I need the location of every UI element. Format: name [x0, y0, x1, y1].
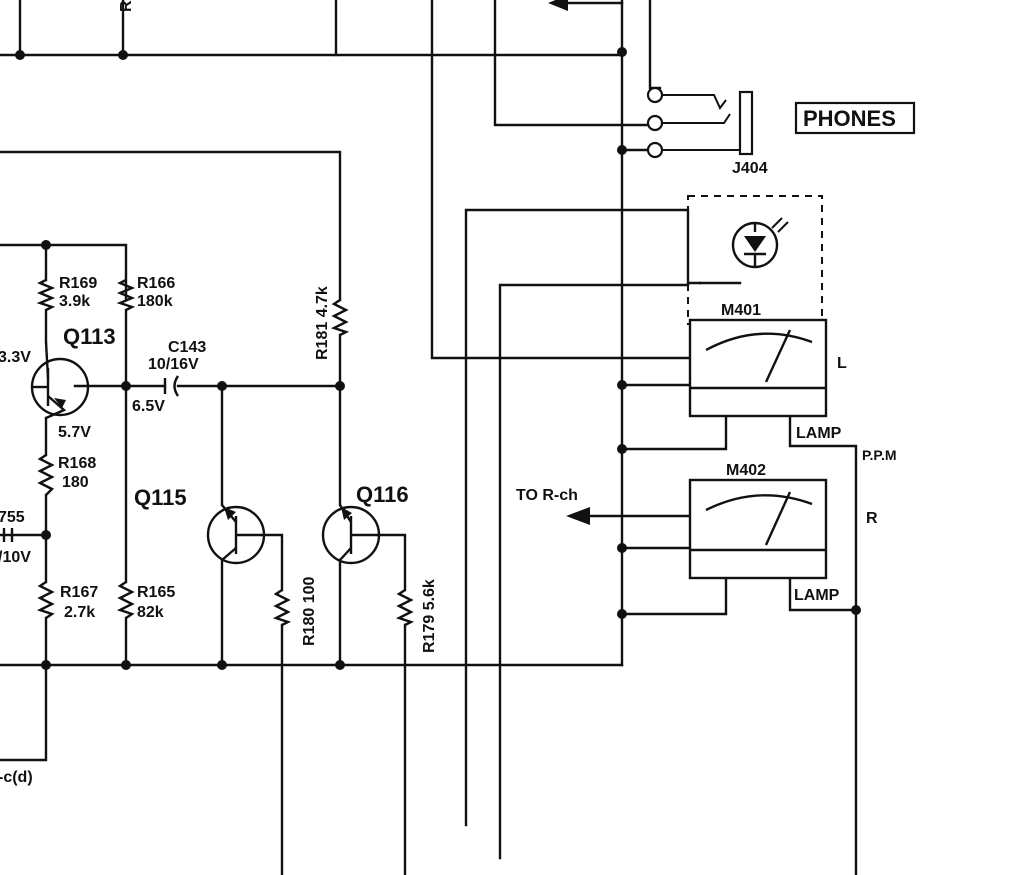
c143-value: 10/16V: [148, 356, 199, 373]
transistor-q115: [206, 504, 266, 565]
r169-label: R169: [59, 275, 97, 292]
r165-label: R165: [137, 584, 175, 601]
wires: [0, 0, 858, 875]
j404-label: J404: [732, 160, 768, 177]
r168-label: R168: [58, 455, 96, 472]
voltage-6v5-label: 6.5V: [132, 398, 165, 415]
ppm-label: P.P.M: [862, 447, 897, 463]
phones-jack-j404: [646, 86, 754, 159]
lamp2-label: LAMP: [794, 587, 840, 604]
q115-label: Q115: [134, 485, 187, 510]
phones-label-box: [794, 101, 916, 135]
junctions: [15, 47, 861, 670]
resistor-r179: [395, 589, 415, 627]
r181-label: R181 4.7k: [314, 286, 331, 360]
cd-label: -c(d): [0, 769, 33, 786]
r167-label: R167: [60, 584, 98, 601]
c755-label: 755: [0, 509, 25, 526]
channel-l-label: L: [837, 355, 847, 372]
resistor-r180: [272, 589, 292, 627]
transistor-q116: [321, 504, 381, 565]
c143-label: C143: [168, 339, 206, 356]
resistor-r167: [36, 581, 55, 619]
r169-value: 3.9k: [59, 293, 90, 310]
resistor-r165: [116, 581, 135, 619]
r1-partial-label: R1: [118, 0, 135, 12]
channel-r-label: R: [866, 510, 878, 527]
voltage-5v7-label: 5.7V: [58, 424, 91, 441]
r179-label: R179 5.6k: [421, 579, 438, 653]
r166-value: 180k: [137, 293, 173, 310]
resistor-r169: [36, 278, 56, 312]
r165-value: 82k: [137, 604, 164, 621]
capacitor-c755: [2, 528, 14, 542]
voltage-3v3-label: 3.3V: [0, 349, 31, 366]
led-lamp: [731, 217, 789, 269]
lamp1-label: LAMP: [796, 425, 842, 442]
resistor-r166: [116, 278, 136, 312]
r167-value: 2.7k: [64, 604, 95, 621]
capacitor-c143: [163, 375, 180, 397]
r166-label: R166: [137, 275, 175, 292]
phones-label: PHONES: [803, 106, 896, 131]
r180-label: R180 100: [301, 577, 318, 646]
to-rch-label: TO R-ch: [516, 487, 578, 504]
transistor-q113: [30, 341, 90, 420]
q116-label: Q116: [356, 482, 409, 507]
resistor-r168: [37, 454, 55, 496]
m401-label: M401: [721, 302, 761, 319]
r168-value: 180: [62, 474, 89, 491]
m402-label: M402: [726, 462, 766, 479]
meter-m402: [688, 478, 828, 580]
meter-m401: [688, 318, 828, 418]
resistor-r181: [330, 299, 350, 337]
c755-value: /10V: [0, 549, 31, 566]
q113-label: Q113: [63, 324, 116, 349]
